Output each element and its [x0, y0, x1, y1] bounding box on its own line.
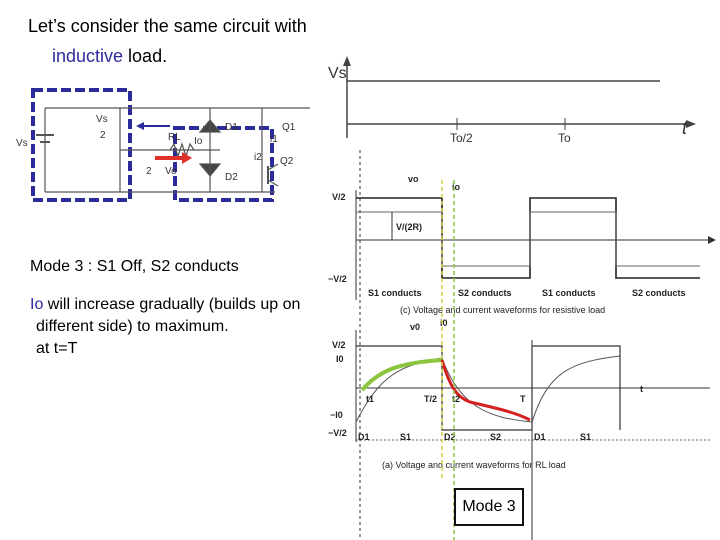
circuit-label-d1: D1	[225, 122, 238, 133]
rl-io-label: i0	[440, 318, 448, 328]
rl-t2-label: t2	[452, 394, 460, 404]
io-label: Io	[30, 296, 44, 313]
circuit-label-q1: Q1	[282, 122, 296, 133]
io-fall-red-curve	[440, 359, 531, 422]
io-description-line1: Io will increase gradually (builds up on	[30, 296, 300, 314]
rl-T-label: T	[520, 394, 526, 404]
inductive-word: inductive	[52, 46, 124, 66]
inverter-circuit-diagram: Vs Vs 2 RL Io Vo D1 D2 Q1 Q2 i1 i2 2	[16, 88, 310, 202]
rl-d1-label: D1	[358, 432, 370, 442]
vs-waveform-plot: Vs t To/2 To	[328, 56, 696, 145]
res-vr-label: V/(2R)	[396, 222, 422, 232]
rl-s1-label: S1	[400, 432, 411, 442]
io-description-line3: at t=T	[36, 340, 78, 357]
rl-io-waveform	[355, 355, 621, 423]
io-line1-rest: will increase gradually (builds up on	[43, 296, 301, 313]
slide-title-line1: Let’s consider the same circuit with	[28, 16, 307, 36]
circuit-label-d2: D2	[225, 172, 238, 183]
circuit-label-vs: Vs	[16, 138, 28, 149]
mode-description: Mode 3 : S1 Off, S2 conducts	[30, 258, 239, 275]
rl-v2-label: V/2	[332, 340, 346, 350]
res-mv2-label: −V/2	[328, 274, 347, 284]
circuit-label-2b: 2	[146, 166, 152, 177]
rl-s2-label: S2	[490, 432, 501, 442]
rl-d2-label: D2	[444, 432, 456, 442]
circuit-label-rl: RL	[168, 132, 181, 143]
mode3-label-box: Mode 3	[454, 488, 524, 526]
circuit-label-i1: i1	[270, 134, 278, 145]
switch2-dashed-box	[173, 126, 274, 202]
res-v2-label: V/2	[332, 192, 346, 202]
vs-axis-label: Vs	[328, 65, 347, 82]
rl-d1b-label: D1	[534, 432, 546, 442]
title-load-word: load.	[123, 46, 168, 66]
circuit-label-2: 2	[100, 130, 106, 141]
rl-load-plot: V/2 I0 −I0 −V/2 v0 i0 t1 T/2 t2 T t D1 S…	[328, 318, 710, 470]
period-label: To	[558, 131, 571, 145]
res-s2-conducts-2: S2 conducts	[632, 288, 686, 298]
io-description-line2: different side) to maximum.	[36, 318, 229, 335]
circuit-label-q2: Q2	[280, 156, 294, 167]
res-s1-conducts: S1 conducts	[368, 288, 422, 298]
switch1-dashed-box	[31, 88, 132, 202]
current-arrow-blue	[136, 122, 170, 130]
half-period-label: To/2	[450, 131, 473, 145]
res-vo-label: vo	[408, 174, 419, 184]
rl-mv2-label: −V/2	[328, 428, 347, 438]
rl-i0-label: I0	[336, 354, 344, 364]
rl-mi0-label: −I0	[330, 410, 343, 420]
res-io-label: io	[452, 182, 461, 192]
t-axis-label: t	[682, 118, 688, 138]
resistive-caption: (c) Voltage and current waveforms for re…	[400, 305, 605, 315]
io-rise-green-curve	[360, 358, 443, 392]
rl-vo-label: v0	[410, 322, 420, 332]
waveform-figure: V/2 −V/2 V/(2R) vo io S1 conducts S2 con…	[328, 150, 716, 540]
rl-t1-label: t1	[366, 394, 374, 404]
slide-title-line2: inductive load.	[52, 46, 167, 67]
res-s2-conducts: S2 conducts	[458, 288, 512, 298]
rl-thalf-label: T/2	[424, 394, 437, 404]
rl-t-axis-label: t	[640, 384, 643, 394]
circuit-label-io: Io	[194, 136, 203, 147]
circuit-label-i2: i2	[254, 152, 262, 163]
rl-s1b-label: S1	[580, 432, 591, 442]
circuit-label-vo: Vo	[165, 166, 177, 177]
rl-caption: (a) Voltage and current waveforms for RL…	[382, 460, 566, 470]
resistive-load-plot: V/2 −V/2 V/(2R) vo io S1 conducts S2 con…	[328, 174, 716, 315]
current-arrow-red	[155, 152, 192, 164]
circuit-label-vs-half: Vs	[96, 114, 108, 125]
resistive-io-waveform	[356, 211, 700, 267]
res-s1-conducts-2: S1 conducts	[542, 288, 596, 298]
